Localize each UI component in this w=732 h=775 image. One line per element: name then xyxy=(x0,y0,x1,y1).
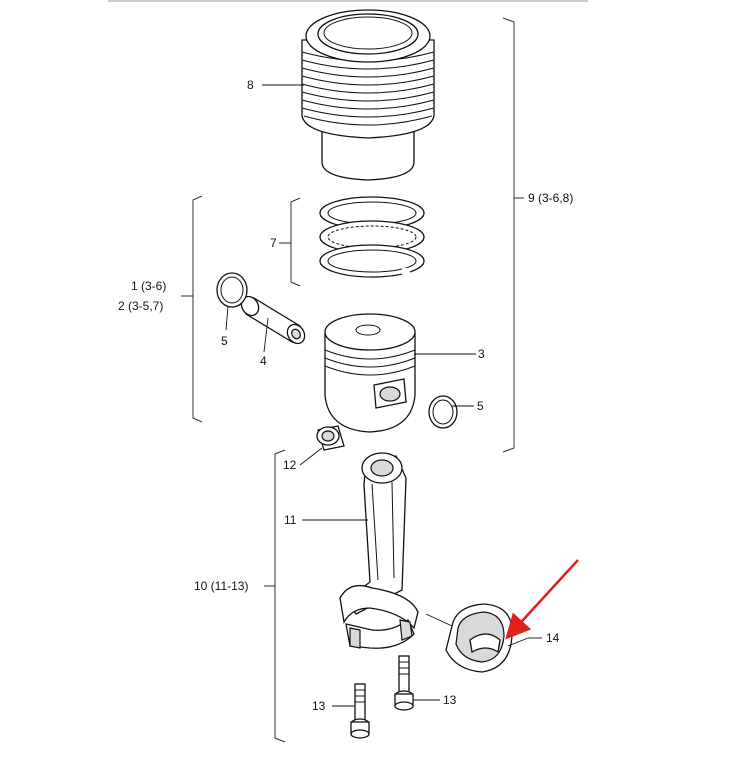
label-13-right: 13 xyxy=(443,693,457,707)
label-2: 2 (3-5,7) xyxy=(118,299,163,313)
label-12: 12 xyxy=(283,458,297,472)
label-13-left: 13 xyxy=(312,699,326,713)
bracket-7 xyxy=(290,197,301,287)
label-10: 10 (11-13) xyxy=(194,579,248,593)
highlight-arrow xyxy=(505,559,579,640)
label-11: 11 xyxy=(284,513,297,527)
piston xyxy=(324,313,416,433)
label-14: 14 xyxy=(546,631,560,645)
bearing-shell xyxy=(445,603,513,673)
cylinder-liner xyxy=(301,9,435,181)
circlip-left xyxy=(216,272,248,308)
bracket-10 xyxy=(274,449,286,743)
label-7: 7 xyxy=(270,236,277,250)
label-4: 4 xyxy=(260,354,267,368)
circlip-right xyxy=(428,395,458,429)
label-8: 8 xyxy=(247,78,254,92)
label-3: 3 xyxy=(478,347,485,361)
rod-bolt-left xyxy=(350,683,370,739)
small-end-bushing xyxy=(316,425,345,451)
bracket-1-2 xyxy=(192,195,203,423)
piston-rings xyxy=(319,196,425,278)
label-5-left: 5 xyxy=(221,334,228,348)
label-9: 9 (3-6,8) xyxy=(528,191,573,205)
rod-bolt-right xyxy=(394,655,414,711)
bracket-9 xyxy=(502,17,515,453)
piston-pin xyxy=(240,295,306,345)
label-1: 1 (3-6) xyxy=(131,279,166,293)
connecting-rod xyxy=(339,452,419,649)
label-5-right: 5 xyxy=(477,399,484,413)
